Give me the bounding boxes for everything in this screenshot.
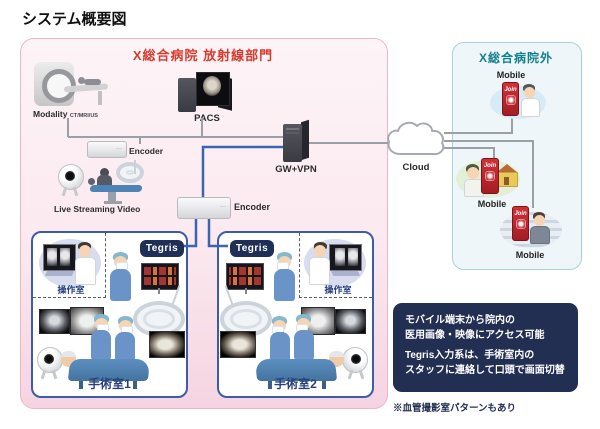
join-emblem-icon [486, 172, 494, 180]
wire-cloud-mobile3 [444, 140, 534, 208]
tegris-badge: Tegris [230, 240, 274, 257]
modality-label: Modality CT/MRI/US [33, 109, 98, 119]
wire-encoder-tegris1 [184, 216, 198, 248]
join-app-label: Join [504, 87, 517, 93]
room-label: 手術室1 [88, 377, 131, 391]
operating-room-2: Tegris 操作室 手術室2 [217, 231, 374, 398]
join-emblem-icon [516, 220, 525, 228]
info-text-line: モバイル端末から院内の [405, 315, 515, 326]
outside-title: X総合病院外 [478, 51, 553, 65]
join-app-label: Join [514, 211, 527, 217]
page-title: システム概要図 [22, 11, 127, 28]
control-room-box [33, 233, 106, 298]
modality-name: Modality [33, 109, 68, 119]
modality-sublabel: CT/MRI/US [69, 113, 98, 119]
wire-encoder-gateway [201, 145, 286, 200]
wire-encoder-tegris2 [207, 216, 228, 248]
info-box: モバイル端末から院内の 医用画像・映像にアクセス可能 Tegris入力系は、手術… [393, 303, 578, 392]
mobile-home-illustration: Join [456, 156, 522, 198]
pacs-label: PACS [194, 113, 220, 124]
encoder-top-icon: ··· [87, 141, 127, 158]
mobile-doctor-illustration: Join [488, 82, 550, 120]
control-monitor-icon [43, 244, 76, 271]
xray-image [39, 309, 70, 334]
webcam-icon [58, 164, 84, 198]
operating-room-1-illustration [33, 233, 186, 396]
encoder-or-icon: ··· [177, 197, 231, 219]
control-room-label: 操作室 [57, 285, 85, 295]
mobile-label: Mobile [496, 70, 526, 80]
cloud-label: Cloud [402, 162, 430, 173]
tegris-badge: Tegris [140, 240, 184, 257]
control-room-label: 操作室 [324, 285, 352, 295]
encoder-or-label: Encoder [234, 202, 271, 212]
wire-cloud-mobile2 [444, 147, 495, 161]
encoder-top-label: Encoder [129, 146, 164, 156]
phone-icon: Join [512, 206, 529, 241]
join-emblem-icon [506, 96, 515, 104]
cloud-icon [387, 121, 445, 156]
gateway-icon [283, 119, 311, 162]
mobile-label: Mobile [477, 199, 507, 209]
footnote: ※血管撮影室パターンもあり [393, 403, 517, 414]
webcam-icon [37, 347, 63, 381]
doctor-figure [79, 245, 91, 257]
phone-icon: Join [481, 158, 499, 194]
tegris-monitor-icon [141, 263, 179, 290]
room-label: 手術室2 [274, 377, 317, 391]
livestream-illustration [56, 160, 148, 204]
operating-room-1: Tegris 操作室 手術室1 [31, 231, 188, 398]
info-text-line: 医用画像・映像にアクセス可能 [405, 329, 545, 341]
surgical-light-icon [116, 162, 144, 183]
join-app-label: Join [483, 163, 497, 169]
wire-cloud-mobile1 [444, 114, 513, 134]
head-scan-monitor [149, 331, 185, 358]
phone-icon: Join [502, 82, 519, 116]
mobile-businessman-illustration: Join [500, 206, 564, 250]
hospital-title: X総合病院 放射線部門 [132, 48, 274, 63]
mobile-label: Mobile [515, 250, 545, 260]
info-text-line: スタッフに連絡して口頭で画面切替 [405, 364, 565, 376]
livestream-label: Live Streaming Video [54, 204, 141, 214]
ct-scanner-icon [34, 58, 109, 110]
info-text-line: Tegris入力系は、手術室内の [405, 350, 535, 361]
pacs-icon [176, 70, 236, 114]
gateway-label: GW+VPN [275, 164, 317, 175]
exam-table-icon [89, 185, 143, 192]
